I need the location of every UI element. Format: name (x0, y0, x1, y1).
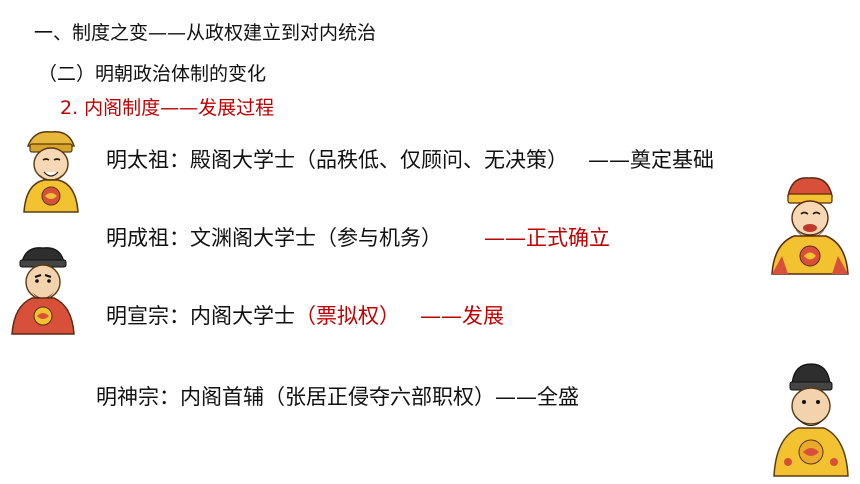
stage-text: ——全盛 (495, 385, 579, 409)
emperor-taizu-illustration (23, 131, 79, 213)
institution-text: 内阁首辅（张居正侵夺六部职权） (180, 385, 495, 409)
emperor-label: 明成祖： (106, 226, 190, 250)
row-taizu: 明太祖：殿阁大学士（品秩低、仅顾问、无决策） ——奠定基础 (106, 146, 714, 174)
emperor-label: 明宣宗： (106, 304, 190, 328)
emperor-label: 明太祖： (106, 148, 190, 172)
stage-text: ——奠定基础 (588, 148, 714, 172)
row-shenzong: 明神宗：内阁首辅（张居正侵夺六部职权）——全盛 (96, 383, 579, 411)
highlight-text: （票拟权） (295, 304, 400, 328)
section-heading: 一、制度之变——从政权建立到对内统治 (34, 22, 377, 44)
emperor-label: 明神宗： (96, 385, 180, 409)
emperor-chengzu-illustration (771, 177, 849, 275)
emperor-xuanzong-illustration (11, 247, 75, 335)
stage-text: ——发展 (420, 304, 504, 328)
row-chengzu: 明成祖：文渊阁大学士（参与机务） ——正式确立 (106, 224, 610, 252)
institution-text: 内阁大学士 (190, 304, 295, 328)
stage-text: ——正式确立 (484, 226, 610, 250)
topic-heading: 2. 内阁制度——发展过程 (60, 97, 275, 119)
row-xuanzong: 明宣宗：内阁大学士（票拟权） ——发展 (106, 302, 504, 330)
institution-text: 殿阁大学士（品秩低、仅顾问、无决策） (190, 148, 568, 172)
institution-text: 文渊阁大学士（参与机务） (190, 226, 442, 250)
emperor-shenzong-illustration (773, 363, 849, 477)
subsection-heading: （二）明朝政治体制的变化 (38, 63, 267, 85)
